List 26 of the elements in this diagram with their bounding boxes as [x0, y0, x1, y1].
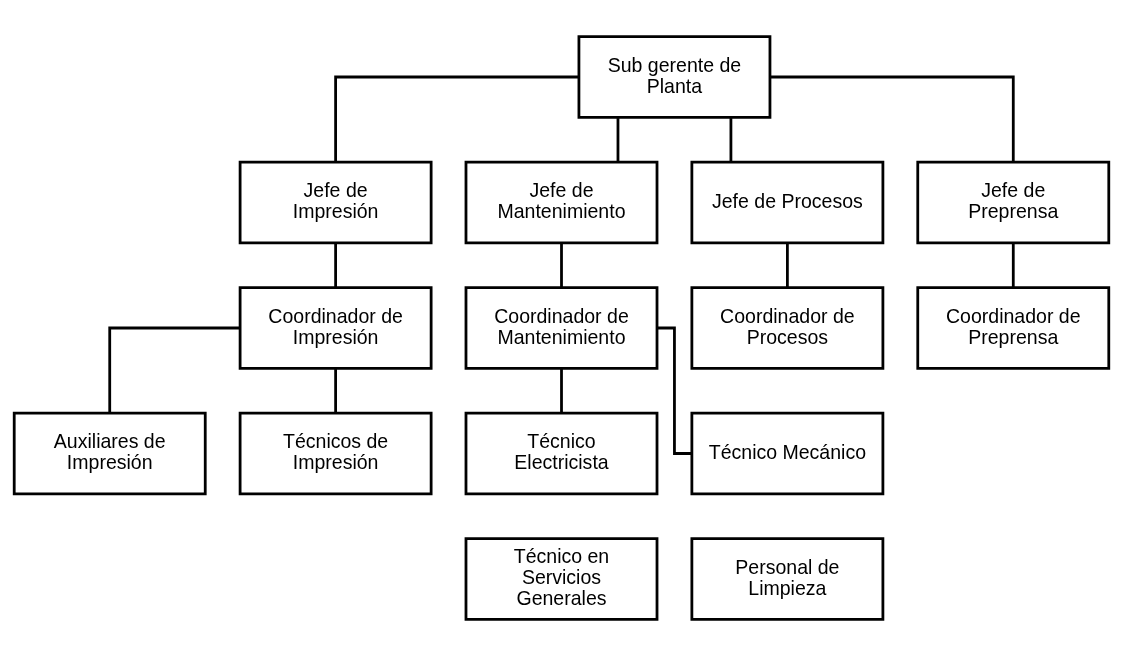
connector: [1011, 243, 1015, 288]
node-box: Técnico Electricista: [464, 411, 659, 496]
connector: [334, 369, 337, 413]
node-box: Auxiliares de Impresión: [12, 411, 207, 496]
connector: [770, 75, 1015, 162]
connector: [560, 243, 563, 288]
connector: [786, 243, 789, 288]
connector: [560, 369, 563, 413]
node-box: Técnico en Servicios Generales: [464, 537, 659, 621]
connector: [108, 326, 240, 413]
node-box: Jefe de Preprensa: [916, 160, 1111, 245]
connector: [616, 118, 620, 162]
node-box: Técnicos de Impresión: [238, 411, 433, 496]
node-box: Sub gerente de Planta: [577, 35, 772, 119]
node-box: Coordinador de Mantenimiento: [464, 286, 659, 370]
node-box: Jefe de Mantenimiento: [464, 160, 659, 245]
node-box: Personal de Limpieza: [690, 537, 885, 621]
node-box: Técnico Mecánico: [690, 411, 885, 496]
node-box: Coordinador de Preprensa: [916, 286, 1111, 370]
node-box: Coordinador de Procesos: [690, 286, 885, 370]
connector: [334, 243, 337, 288]
connector: [729, 118, 733, 162]
node-box: Jefe de Impresión: [238, 160, 433, 245]
connector: [334, 75, 579, 162]
node-box: Jefe de Procesos: [690, 160, 885, 245]
node-box: Coordinador de Impresión: [238, 286, 433, 370]
